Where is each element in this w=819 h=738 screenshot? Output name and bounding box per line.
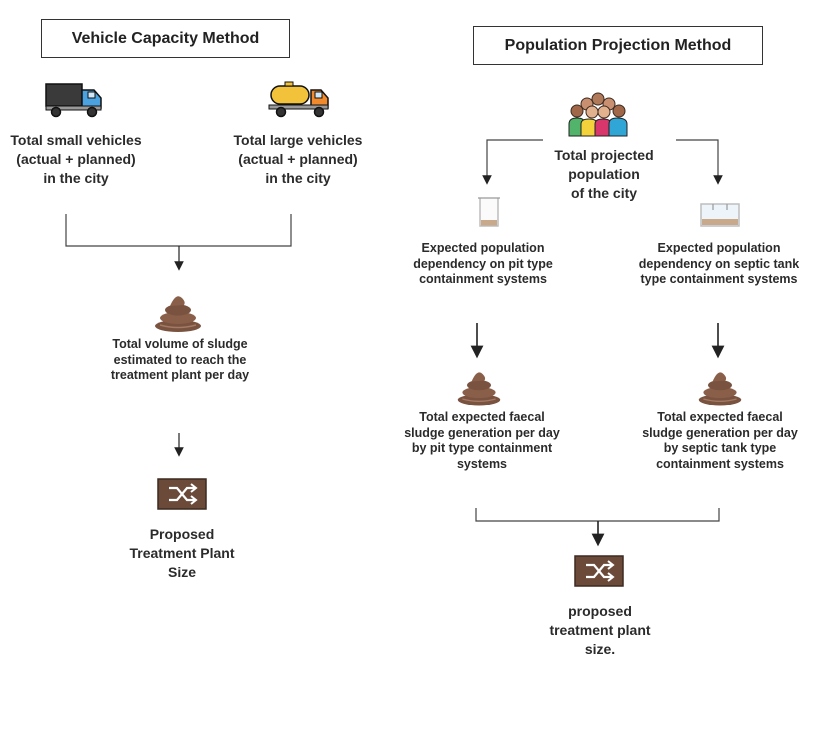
population-projection-title-text: Population Projection Method bbox=[504, 36, 732, 54]
population-projection-title: Population Projection Method bbox=[473, 26, 763, 65]
treatment-plant-icon bbox=[574, 555, 624, 587]
sludge-volume-label: Total volume of sludge estimated to reac… bbox=[110, 337, 250, 382]
truck-icon bbox=[45, 83, 102, 118]
right-plant-size-label: proposed treatment plant size. bbox=[549, 603, 651, 657]
sludge-icon bbox=[457, 372, 501, 406]
treatment-plant-icon bbox=[157, 478, 207, 510]
left-plant-size-label: Proposed Treatment Plant Size bbox=[129, 526, 235, 580]
population-icon bbox=[568, 92, 628, 137]
large-vehicles-label: Total large vehicles (actual + planned) … bbox=[233, 132, 363, 186]
pit-sludge-label: Total expected faecal sludge generation … bbox=[404, 410, 560, 471]
tanker-truck-icon bbox=[268, 81, 329, 118]
septic-tank-icon bbox=[700, 203, 740, 227]
septic-sludge-label: Total expected faecal sludge generation … bbox=[642, 410, 798, 471]
pit-dependency-label: Expected population dependency on pit ty… bbox=[413, 241, 553, 286]
population-label: Total projected population of the city bbox=[554, 147, 654, 201]
sludge-icon bbox=[698, 372, 742, 406]
pit-container-icon bbox=[478, 197, 500, 227]
vehicle-capacity-title: Vehicle Capacity Method bbox=[41, 19, 290, 58]
vehicle-capacity-title-text: Vehicle Capacity Method bbox=[71, 29, 260, 47]
small-vehicles-label: Total small vehicles (actual + planned) … bbox=[10, 132, 142, 186]
septic-dependency-label: Expected population dependency on septic… bbox=[638, 241, 800, 286]
sludge-icon bbox=[155, 296, 201, 332]
